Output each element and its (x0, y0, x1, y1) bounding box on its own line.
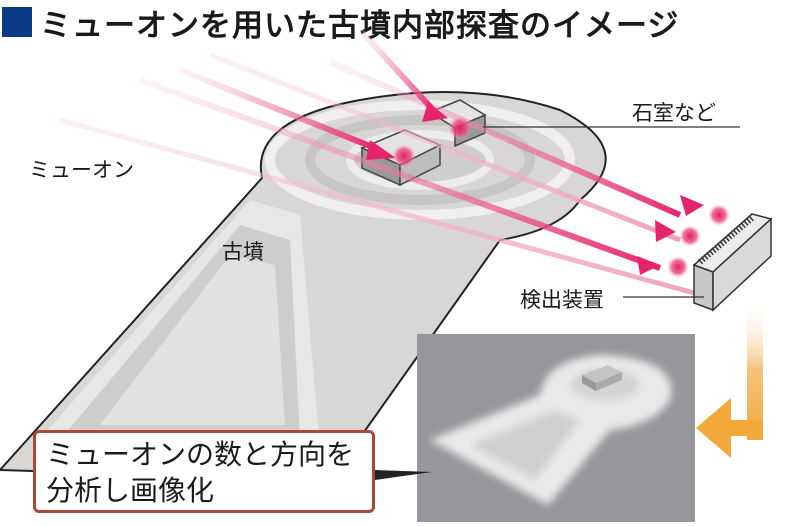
diagram-title: ミューオンを用いた古墳内部探査のイメージ (2, 2, 680, 44)
title-text: ミューオンを用いた古墳内部探査のイメージ (40, 7, 680, 44)
muon-rays (59, 27, 730, 303)
muon-label: ミューオン (29, 158, 134, 182)
callout-line-1: ミューオンの数と方向を (46, 438, 355, 471)
detector-device (692, 213, 773, 312)
callout-line-2: 分析し画像化 (46, 474, 215, 507)
kofun-mound (0, 91, 607, 482)
result-image (417, 334, 695, 522)
kofun-label: 古墳 (222, 240, 264, 264)
detector-label: 検出装置 (520, 288, 604, 312)
blue-square-icon (2, 7, 32, 37)
flow-arrow (696, 300, 763, 458)
callout-pointer (375, 470, 432, 480)
analysis-callout: ミューオンの数と方向を 分析し画像化 (33, 430, 375, 513)
stone-chamber-label: 石室など (632, 101, 716, 125)
